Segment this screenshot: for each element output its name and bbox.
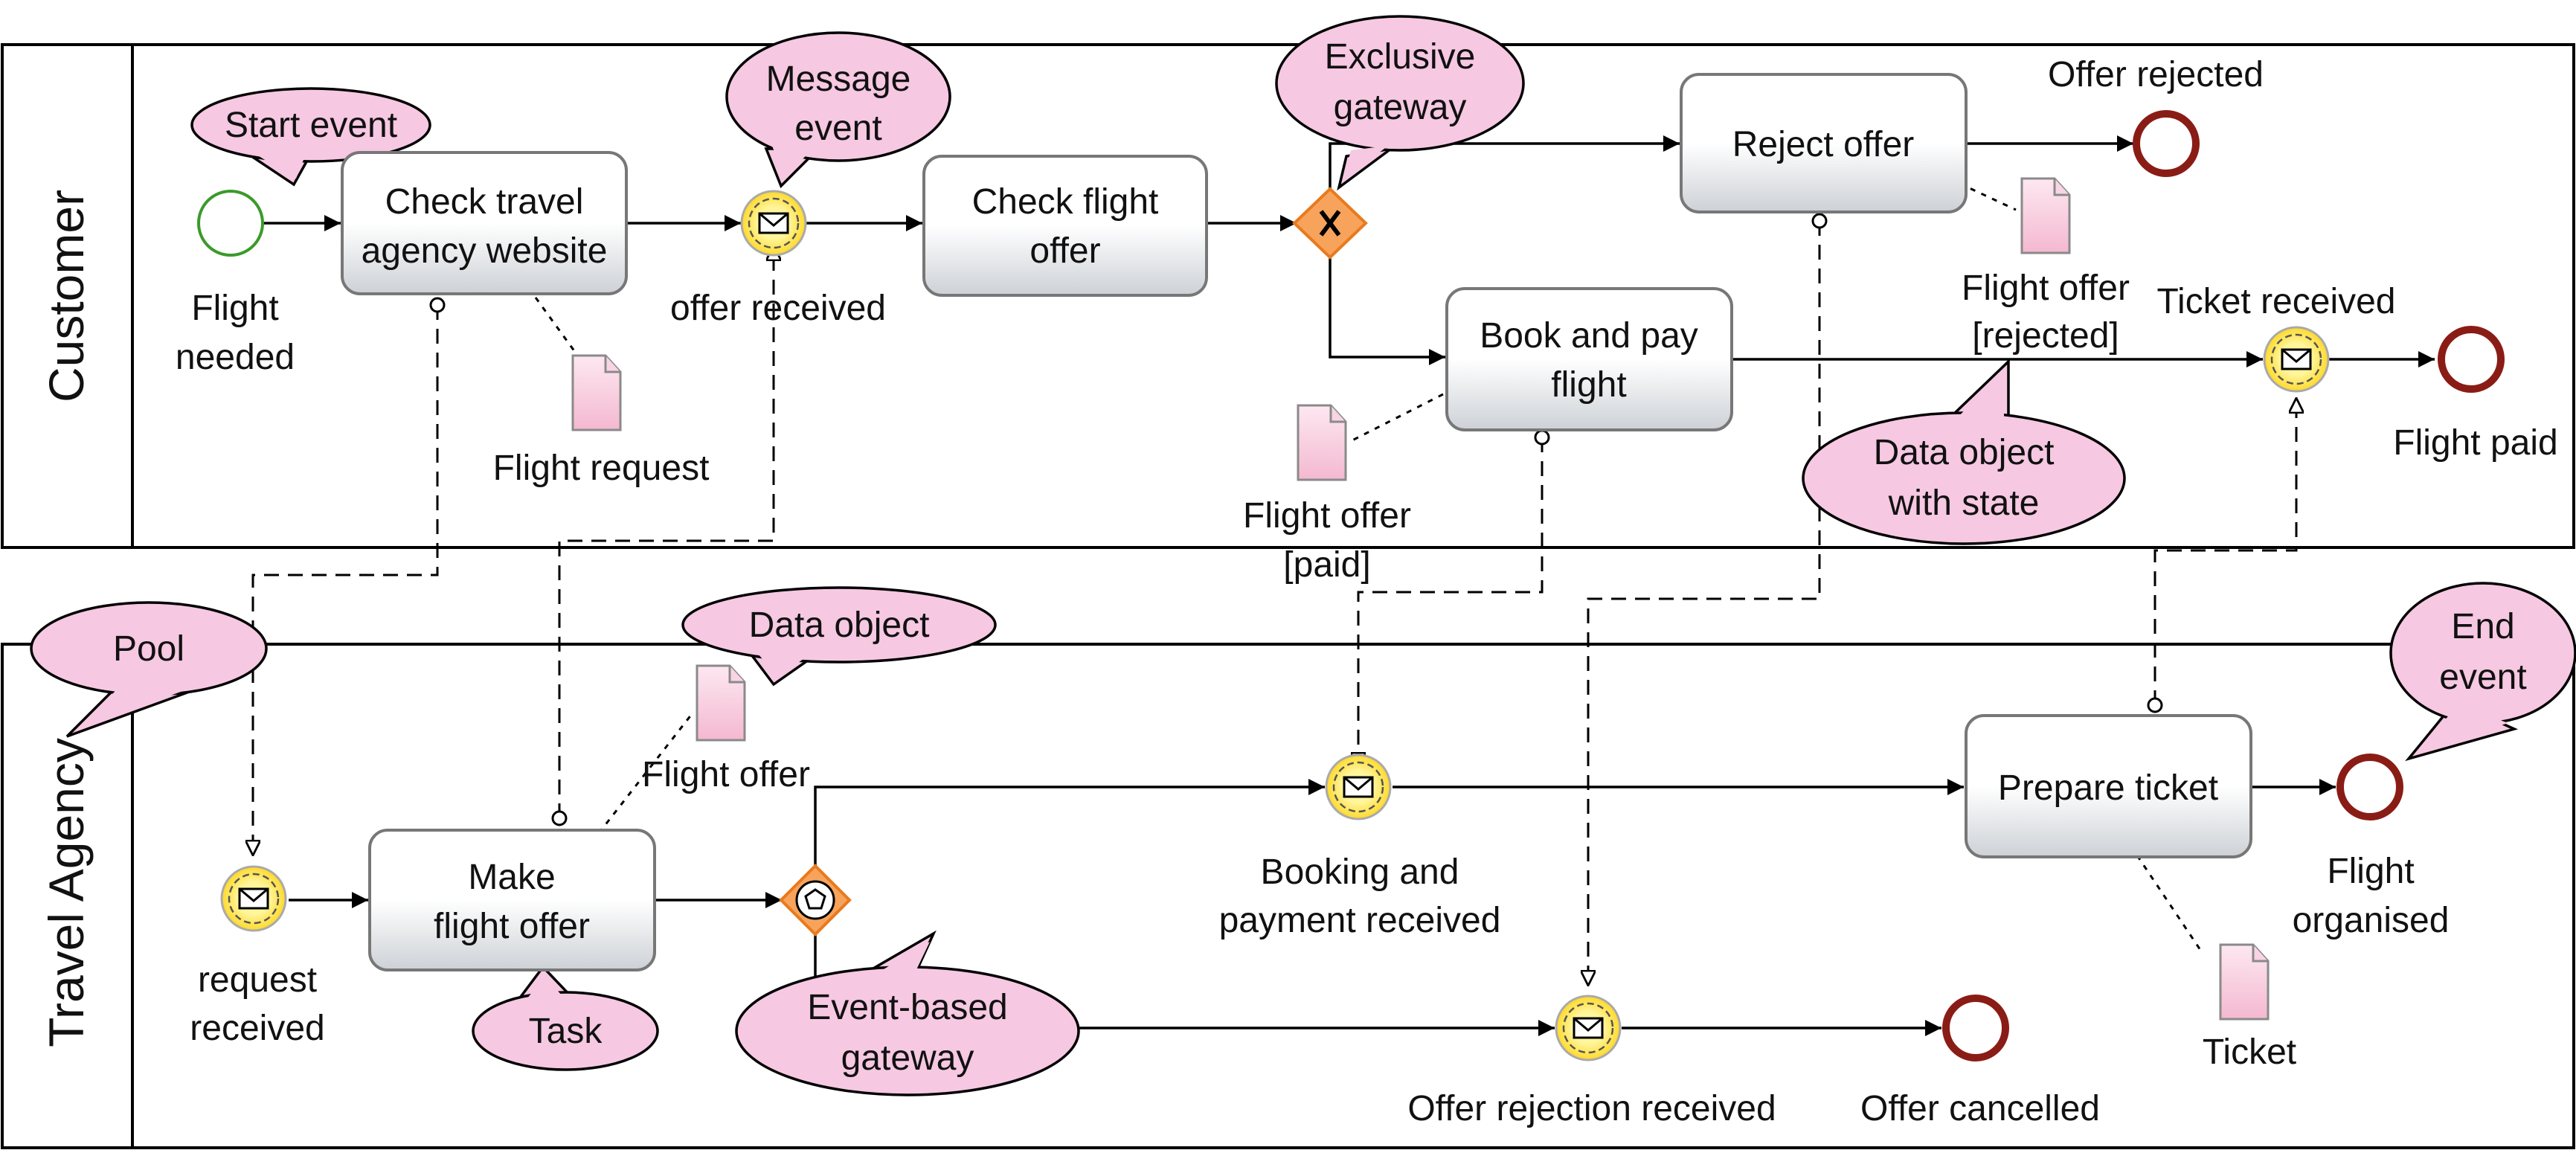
svg-text:Task: Task xyxy=(529,1012,603,1051)
envelope-icon xyxy=(238,887,269,910)
label-flight-offer-rejected-1: Flight offer xyxy=(1962,269,2130,308)
data-object-flight-request xyxy=(571,354,622,431)
customer-pool-label: Customer xyxy=(39,190,94,402)
label-booking-received-2: payment received xyxy=(1219,901,1501,940)
label-offer-cancelled: Offer cancelled xyxy=(1860,1089,2100,1128)
svg-text:Prepare ticket: Prepare ticket xyxy=(1998,768,2218,808)
svg-text:Data object: Data object xyxy=(1874,433,2055,472)
message-flow-request xyxy=(253,305,439,855)
callout-exclusive-gateway: Exclusive gateway xyxy=(1275,15,1525,191)
label-flight-needed-2: needed xyxy=(176,338,295,377)
callout-end-event: End event xyxy=(2389,582,2576,762)
exclusive-gateway xyxy=(1292,187,1368,260)
task-book-pay: Book and pay flight xyxy=(1445,287,1733,431)
label-flight-offer-paid-1: Flight offer xyxy=(1243,496,1411,536)
label-flight-paid: Flight paid xyxy=(2393,423,2557,463)
callout-event-based-gateway: Event-based gateway xyxy=(735,930,1080,1096)
svg-text:Book and pay: Book and pay xyxy=(1480,316,1698,356)
label-ticket-received: Ticket received xyxy=(2157,282,2396,321)
svg-text:with state: with state xyxy=(1888,484,2040,523)
label-flight-request: Flight request xyxy=(493,449,710,488)
callout-pool: Pool xyxy=(30,601,268,738)
event-based-gateway xyxy=(779,864,852,937)
message-event-rejection-received xyxy=(1555,995,1622,1061)
callout-task: Task xyxy=(472,965,659,1071)
agency-pool-label: Travel Agency xyxy=(39,738,94,1047)
data-object-flight-offer xyxy=(696,664,746,742)
label-flight-needed-1: Flight xyxy=(191,289,278,328)
label-flight-organised-1: Flight xyxy=(2327,852,2414,891)
data-object-flight-offer-rejected xyxy=(2020,177,2071,254)
svg-text:Check flight: Check flight xyxy=(972,182,1159,222)
svg-text:Event-based: Event-based xyxy=(807,988,1008,1027)
task-check-website: Check travel agency website xyxy=(341,151,628,295)
envelope-icon xyxy=(2281,348,2312,370)
envelope-icon xyxy=(1343,776,1374,798)
end-event-offer-cancelled xyxy=(1942,995,2009,1061)
svg-text:Reject offer: Reject offer xyxy=(1732,125,1915,164)
svg-text:gateway: gateway xyxy=(841,1038,974,1078)
svg-text:agency website: agency website xyxy=(362,231,608,271)
label-request-received-2: received xyxy=(190,1009,324,1048)
message-event-booking-received xyxy=(1325,754,1392,820)
task-check-offer: Check flight offer xyxy=(922,155,1208,297)
task-reject-offer: Reject offer xyxy=(1680,73,1968,213)
end-event-flight-organised xyxy=(2336,754,2403,820)
envelope-icon xyxy=(758,212,789,234)
message-event-ticket-received xyxy=(2263,326,2330,393)
svg-text:gateway: gateway xyxy=(1334,88,1467,127)
customer-pool: Customer xyxy=(1,43,2575,549)
task-prepare-ticket: Prepare ticket xyxy=(1965,714,2252,858)
label-rejection-received: Offer rejection received xyxy=(1407,1089,1776,1128)
message-flow-booking xyxy=(1358,437,1544,768)
svg-text:Make: Make xyxy=(468,858,555,897)
callout-data-object: Data object xyxy=(681,586,997,687)
label-offer-received: offer received xyxy=(670,289,886,328)
svg-text:Message: Message xyxy=(766,60,911,99)
svg-text:event: event xyxy=(794,109,881,148)
label-booking-received-1: Booking and xyxy=(1261,852,1459,892)
svg-text:event: event xyxy=(2439,658,2526,697)
callout-message-event: Message event xyxy=(725,31,951,189)
envelope-icon xyxy=(1573,1017,1604,1039)
message-event-offer-received xyxy=(740,190,807,257)
label-flight-organised-2: organised xyxy=(2293,901,2450,940)
end-event-offer-rejected xyxy=(2133,110,2200,177)
message-flow-origins xyxy=(429,213,2163,826)
label-flight-offer: Flight offer xyxy=(642,755,810,794)
label-offer-rejected: Offer rejected xyxy=(2048,55,2264,94)
label-flight-offer-paid-2: [paid] xyxy=(1283,545,1370,585)
labels: Flight needed offer received Offer rejec… xyxy=(176,55,2558,1128)
data-object-ticket xyxy=(2219,943,2270,1021)
label-request-received-1: request xyxy=(198,960,317,1000)
svg-text:flight: flight xyxy=(1551,365,1626,405)
label-flight-offer-rejected-2: [rejected] xyxy=(1972,316,2119,356)
svg-text:flight offer: flight offer xyxy=(434,907,590,946)
message-flow-offer xyxy=(558,245,774,818)
end-event-flight-paid xyxy=(2438,326,2505,393)
start-event-flight-needed xyxy=(197,190,264,257)
callout-data-object-state: Data object with state xyxy=(1802,358,2126,545)
svg-text:End: End xyxy=(2451,607,2514,646)
svg-text:Check travel: Check travel xyxy=(385,182,584,222)
callout-start-event: Start event xyxy=(190,87,431,187)
message-flow-ticket xyxy=(2153,398,2296,705)
svg-text:offer: offer xyxy=(1030,231,1100,271)
svg-text:Exclusive: Exclusive xyxy=(1325,37,1476,77)
data-object-flight-offer-paid xyxy=(1297,404,1347,481)
svg-text:Data object: Data object xyxy=(749,605,930,645)
message-event-request-received xyxy=(220,865,287,932)
message-flows xyxy=(253,221,2296,986)
label-ticket: Ticket xyxy=(2203,1032,2296,1072)
agency-pool: Travel Agency xyxy=(1,643,2575,1149)
svg-text:Pool: Pool xyxy=(113,629,184,669)
task-make-offer: Make flight offer xyxy=(368,829,656,971)
svg-text:Start event: Start event xyxy=(225,106,397,145)
